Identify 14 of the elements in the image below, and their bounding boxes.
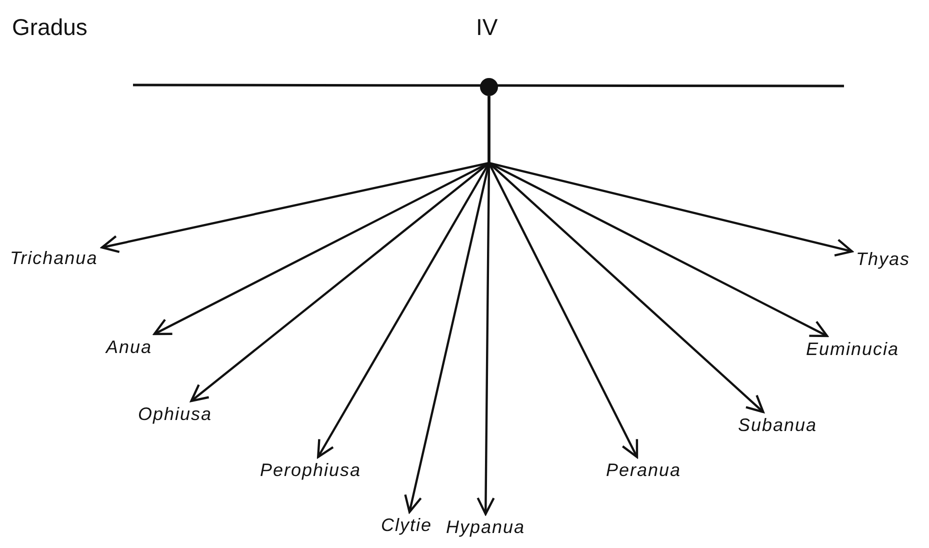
taxon-name: Ophiusa [134, 401, 216, 427]
taxon-name: Peranua [602, 457, 686, 483]
taxon-name: Euminucia [802, 336, 904, 362]
taxon-name: Trichanua [6, 245, 102, 271]
arrow [488, 96, 854, 256]
taxon-name: Clytie [377, 512, 436, 538]
node-dot [480, 78, 498, 96]
rank-number: IV [476, 14, 498, 40]
rank-label: Gradus [12, 14, 88, 40]
taxon-name: Thyas [852, 246, 914, 272]
taxon-name: Hypanua [442, 514, 530, 540]
taxon-name: Perophiusa [256, 457, 366, 483]
taxon-name: Subanua [734, 412, 822, 438]
taxon-name: Anua [102, 334, 156, 360]
